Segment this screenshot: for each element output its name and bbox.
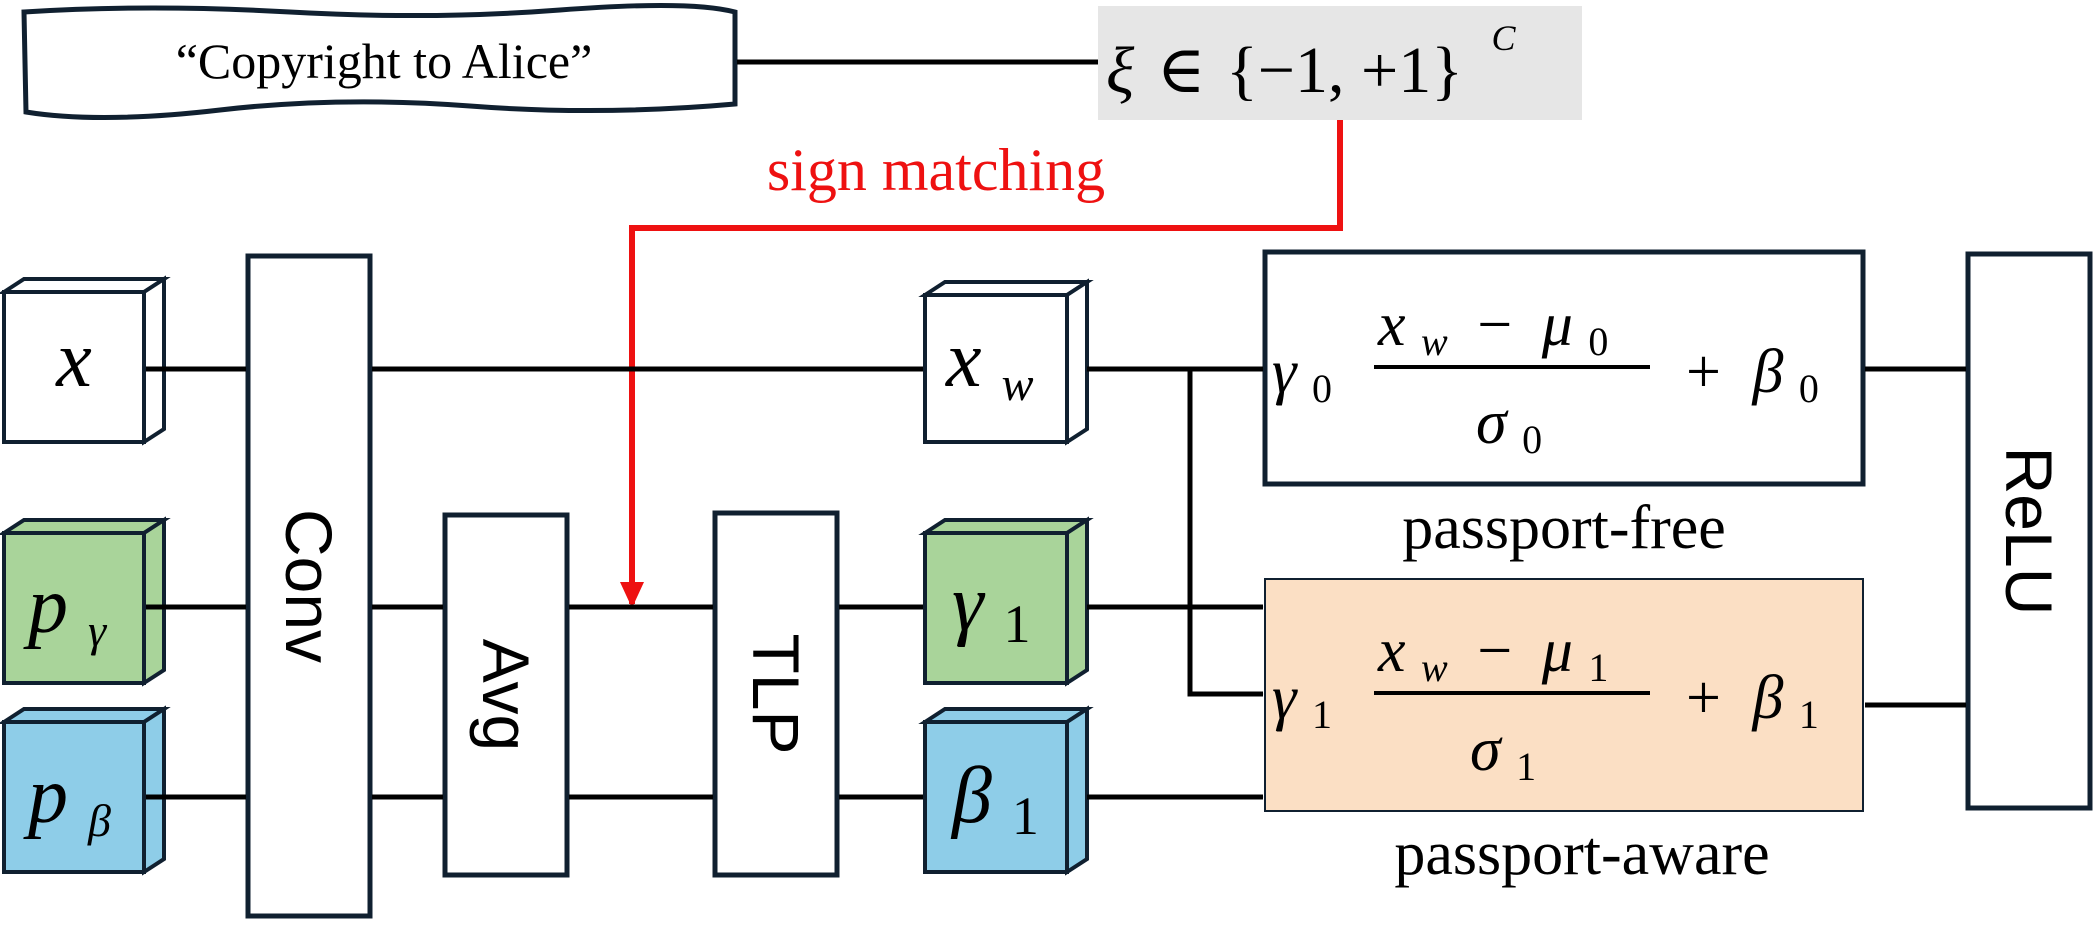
passport-aware-caption: passport-aware — [1394, 820, 1769, 888]
signature-box: ξ ∈ {−1, +1} C — [1098, 6, 1582, 120]
beta1-label: β 1 — [950, 752, 1039, 846]
free-num-x-subscript: w — [1421, 319, 1448, 364]
passport-free-caption: passport-free — [1402, 494, 1726, 562]
xw-main: x — [945, 316, 982, 404]
beta1-subscript: 1 — [1012, 786, 1039, 846]
cube-side-face — [1065, 278, 1089, 446]
sign-matching-path — [629, 120, 1343, 605]
free-minus: − — [1477, 291, 1512, 359]
passport-aware-norm-box: γ 1 x w − μ 1 σ 1 + β 1 — [1264, 578, 1864, 812]
aware-beta-subscript: 1 — [1799, 692, 1819, 737]
beta1-main: β — [950, 752, 992, 840]
aware-den-subscript: 1 — [1516, 744, 1536, 789]
feature-beta1-cube: β 1 — [918, 705, 1094, 876]
free-denominator: σ 0 — [1476, 389, 1542, 462]
free-num-mu: μ — [1541, 291, 1573, 359]
signature-background — [1098, 6, 1582, 120]
edges — [146, 366, 1967, 800]
xw-subscript: w — [1002, 358, 1034, 411]
cube-side-face — [1065, 705, 1089, 876]
conv-block: Conv — [245, 253, 373, 919]
sign-matching-label: sign matching — [767, 137, 1105, 203]
p-beta-main: p — [23, 752, 68, 840]
avg-block: Avg — [442, 512, 570, 878]
free-beta-main: β — [1751, 338, 1783, 406]
cube-front-face — [923, 531, 1069, 685]
xw-label: x w — [945, 316, 1034, 411]
aware-num-mu: μ — [1541, 617, 1573, 685]
aware-denominator: σ 1 — [1470, 716, 1536, 789]
input-x-cube: x — [0, 275, 171, 446]
feature-xw-cube: x w — [918, 278, 1094, 446]
relu-label: ReLU — [1992, 447, 2066, 616]
element-of-symbol: ∈ — [1157, 34, 1206, 107]
free-den-sigma: σ — [1476, 389, 1509, 457]
aware-gamma-main: γ — [1272, 664, 1298, 732]
free-gamma-main: γ — [1272, 338, 1298, 406]
free-num-x: x — [1377, 291, 1406, 359]
input-p-beta-label: p β — [23, 752, 111, 846]
cube-side-face — [142, 705, 166, 876]
conv-label: Conv — [272, 509, 346, 663]
avg-label: Avg — [469, 639, 543, 752]
gamma1-main: γ — [952, 560, 986, 648]
cube-front-face — [2, 531, 146, 685]
feature-gamma1-cube: γ 1 — [918, 516, 1094, 687]
cube-front-face — [2, 290, 146, 444]
tlp-block-outline — [712, 510, 840, 878]
copyright-box-outline — [21, 2, 738, 121]
aware-den-sigma: σ — [1470, 716, 1503, 784]
passport-free-norm-box: γ 0 x w − μ 0 σ 0 + β 0 — [1262, 249, 1866, 487]
aware-plus-beta: + β 1 — [1686, 664, 1819, 737]
p-beta-subscript: β — [87, 795, 111, 846]
aware-numerator: x w − μ 1 — [1377, 617, 1608, 695]
tlp-label: TLP — [739, 633, 813, 754]
aware-num-x-subscript: w — [1421, 645, 1448, 690]
input-x-label: x — [55, 316, 92, 404]
input-p-beta-cube: p β — [0, 705, 171, 876]
gamma1-label: γ 1 — [952, 560, 1031, 654]
free-num-mu-subscript: 0 — [1588, 319, 1608, 364]
aware-plus: + — [1686, 664, 1721, 732]
signature-formula: ξ ∈ {−1, +1} C — [1106, 18, 1516, 107]
cube-front-face — [923, 293, 1069, 444]
conv-block-outline — [245, 253, 373, 919]
aware-num-x: x — [1377, 617, 1406, 685]
sign-matching-arrowhead — [620, 582, 644, 608]
avg-block-outline — [442, 512, 570, 878]
free-plus-beta: + β 0 — [1686, 338, 1819, 411]
aware-minus: − — [1477, 617, 1512, 685]
gamma1-subscript: 1 — [1004, 594, 1031, 654]
sign-set: {−1, +1} — [1226, 34, 1463, 107]
free-gamma: γ 0 — [1272, 338, 1332, 411]
aware-beta-main: β — [1751, 664, 1783, 732]
input-p-gamma-label: p γ — [23, 562, 108, 656]
aware-gamma: γ 1 — [1272, 664, 1332, 737]
relu-block-outline — [1965, 251, 2093, 811]
aware-gamma-subscript: 1 — [1312, 692, 1332, 737]
free-numerator: x w − μ 0 — [1377, 291, 1608, 369]
channel-superscript: C — [1491, 18, 1516, 58]
free-plus: + — [1686, 338, 1721, 406]
cube-front-face — [2, 720, 146, 874]
free-den-subscript: 0 — [1522, 417, 1542, 462]
xi-symbol: ξ — [1106, 34, 1135, 107]
cube-side-face — [142, 275, 166, 446]
aware-num-mu-subscript: 1 — [1588, 645, 1608, 690]
edge-xw-to-aware-norm — [1187, 369, 1264, 697]
cube-side-face — [142, 516, 166, 687]
cube-front-face — [923, 720, 1069, 874]
copyright-text: “Copyright to Alice” — [176, 33, 593, 89]
p-gamma-main: p — [23, 562, 68, 650]
cube-side-face — [1065, 516, 1089, 687]
copyright-box: “Copyright to Alice” — [21, 2, 738, 121]
free-beta-subscript: 0 — [1799, 366, 1819, 411]
tlp-block: TLP — [712, 510, 840, 878]
relu-block: ReLU — [1965, 251, 2093, 811]
p-gamma-subscript: γ — [88, 605, 108, 656]
input-p-gamma-cube: p γ — [0, 516, 171, 687]
free-gamma-subscript: 0 — [1312, 366, 1332, 411]
